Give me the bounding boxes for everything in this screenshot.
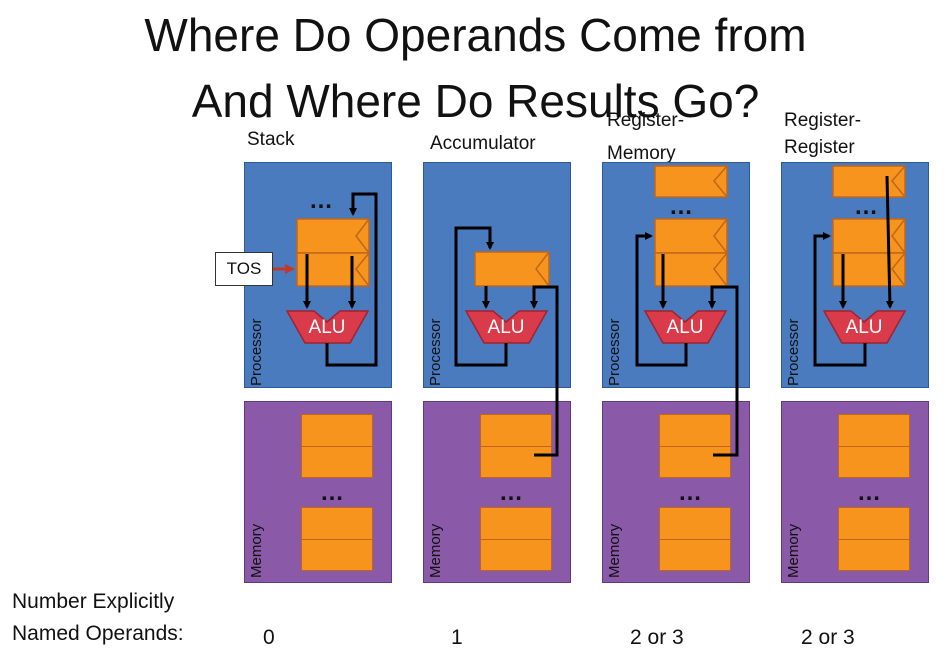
register-register-label-line2: Register xyxy=(784,137,855,158)
slide-title-line2: And Where Do Results Go? xyxy=(191,75,760,127)
memory-cell xyxy=(480,507,552,571)
register-memory-operand-count: 2 or 3 xyxy=(630,626,684,649)
alu-shape xyxy=(464,310,549,344)
alu-shape xyxy=(285,310,370,344)
accumulator-label: Accumulator xyxy=(430,133,536,154)
register-register-alu-label: ALU xyxy=(845,317,883,338)
register-register-operand-count: 2 or 3 xyxy=(801,626,855,649)
stack-label: Stack xyxy=(247,129,295,150)
stack-register-file xyxy=(296,218,370,287)
memory-cell xyxy=(301,414,373,478)
register-memory-label-line2: Memory xyxy=(607,143,676,164)
memory-cell xyxy=(838,414,910,478)
memory-cell xyxy=(301,507,373,571)
accumulator-register xyxy=(474,251,550,287)
stack-alu-label: ALU xyxy=(308,317,346,338)
register-register-register-file xyxy=(832,165,906,287)
alu-shape xyxy=(643,310,728,344)
memory-cell xyxy=(659,507,731,571)
memory-cell xyxy=(480,414,552,478)
register-memory-label-line1: Register- xyxy=(607,110,685,131)
accumulator-alu-label: ALU xyxy=(487,317,525,338)
stack-operand-count: 0 xyxy=(263,626,275,649)
memory-cell xyxy=(659,414,731,478)
accumulator-operand-count: 1 xyxy=(451,626,463,649)
slide-title-line1: Where Do Operands Come from xyxy=(144,9,807,61)
operands-label-line2: Named Operands: xyxy=(12,622,184,645)
register-register-label-line1: Register- xyxy=(784,110,862,131)
operands-label-line1: Number Explicitly xyxy=(12,590,175,613)
memory-cell xyxy=(838,507,910,571)
register-register-wires xyxy=(813,175,894,367)
tos-label: TOS xyxy=(215,252,273,286)
register-memory-alu-label: ALU xyxy=(666,317,704,338)
register-memory-wires xyxy=(635,232,739,457)
stack-wires xyxy=(303,192,378,367)
accumulator-wires xyxy=(454,226,559,457)
register-memory-register-file xyxy=(654,165,728,287)
alu-shape xyxy=(822,310,907,344)
